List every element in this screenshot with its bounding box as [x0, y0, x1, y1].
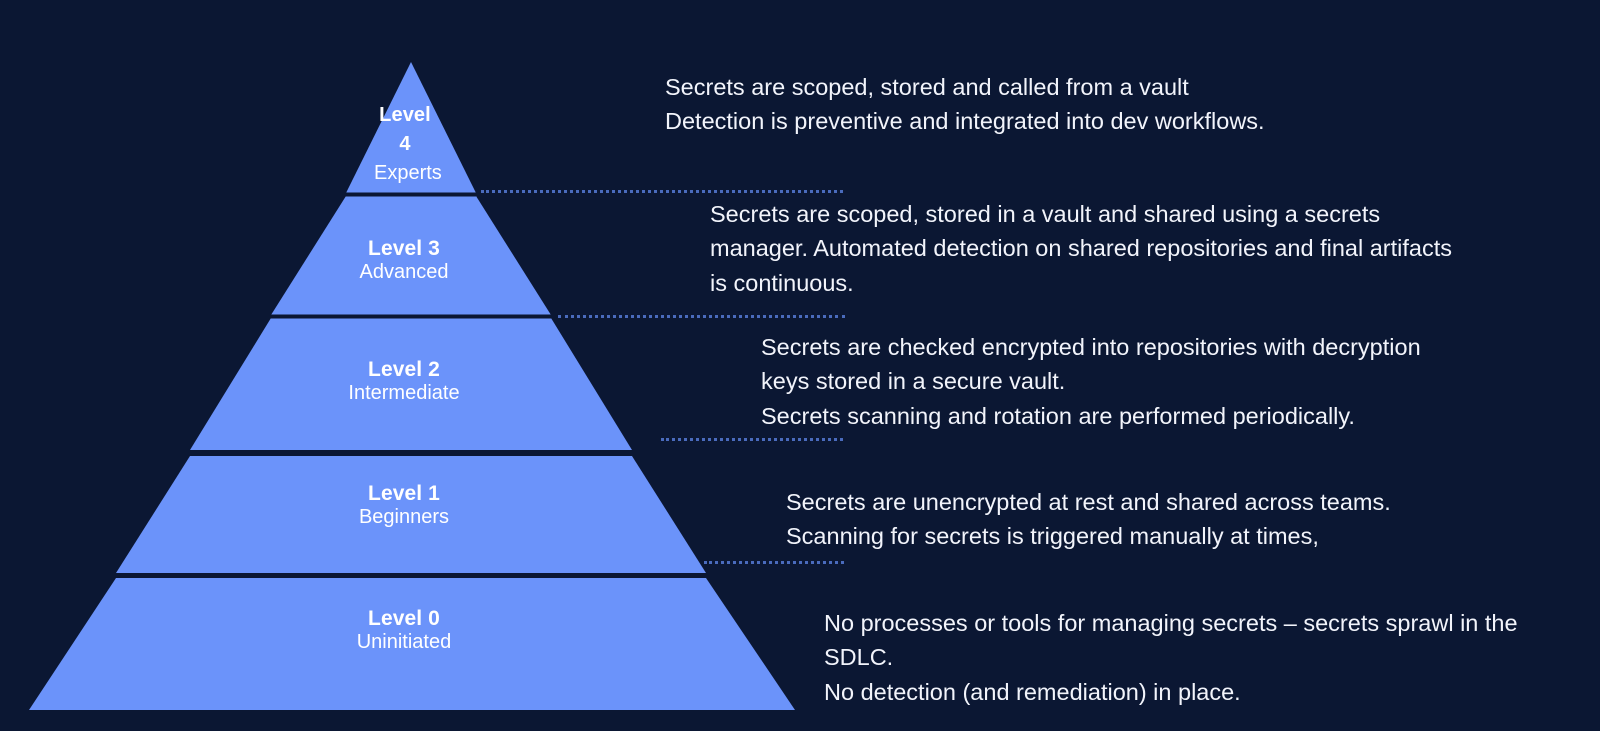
tier-1-description: Secrets are unencrypted at rest and shar…: [786, 489, 1391, 550]
pyramid-tier-1-shape: [116, 456, 706, 573]
pyramid-tier-3-shape: [271, 196, 551, 315]
pyramid-tier-2-shape: [190, 318, 632, 450]
tier-0-description: No processes or tools for managing secre…: [824, 610, 1518, 705]
pyramid-tier-4-shape: [346, 62, 476, 193]
pyramid-tier-0-shape: [29, 578, 795, 710]
tier-3-description: Secrets are scoped, stored in a vault an…: [710, 201, 1453, 296]
tier-2-description: Secrets are checked encrypted into repos…: [761, 334, 1421, 429]
tier-4-description: Secrets are scoped, stored and called fr…: [665, 74, 1265, 135]
